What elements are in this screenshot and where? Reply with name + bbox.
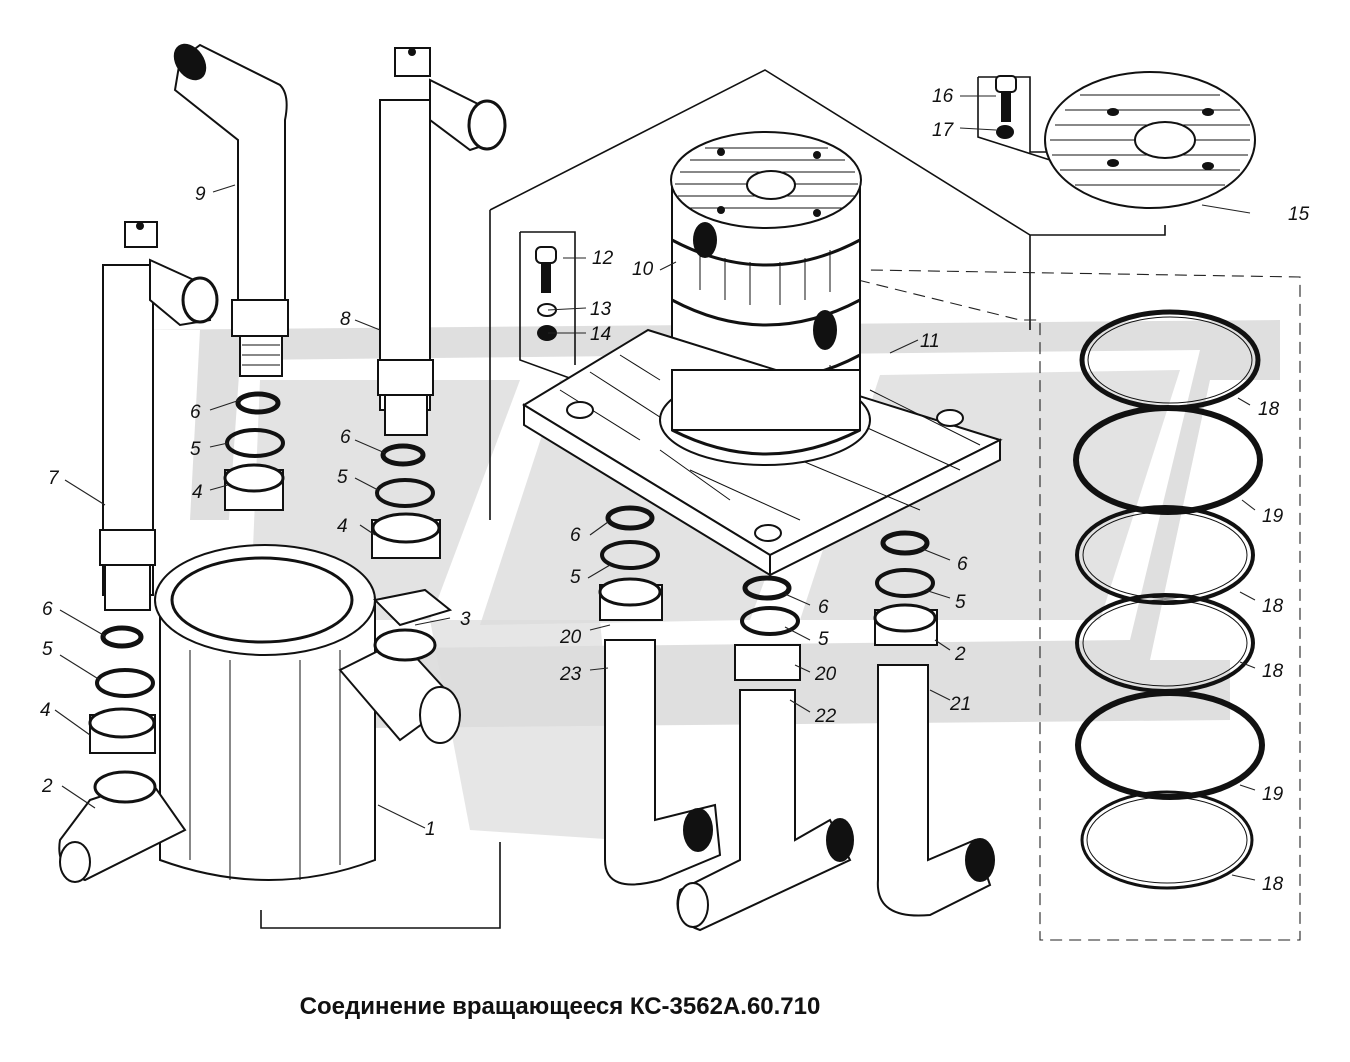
callout-1: 1: [425, 819, 436, 840]
part-3-elbow-fitting: [338, 588, 461, 744]
callout-15: 15: [1288, 204, 1310, 225]
callout-2: 2: [41, 776, 53, 797]
part-18-ring: [1075, 505, 1255, 605]
part-11-base-plate: [522, 328, 1003, 577]
seal-set-right-upper: [371, 443, 441, 559]
callout-18: 18: [1258, 399, 1280, 420]
callout-19: 19: [1262, 506, 1284, 527]
callout-6: 6: [42, 599, 53, 620]
part-17-washer: [996, 125, 1014, 139]
part-12-bolt: [535, 246, 557, 293]
dashed-ring-frame: [857, 269, 1301, 941]
part-1-housing: [154, 544, 376, 881]
callout-10: 10: [632, 259, 654, 280]
callout-5: 5: [955, 592, 966, 613]
callout-9: 9: [195, 184, 206, 205]
seal-ring-stack: [1073, 309, 1265, 890]
callout-19: 19: [1262, 784, 1284, 805]
seal-set-bottom-right: [873, 530, 938, 646]
callout-20: 20: [559, 627, 582, 648]
callout-5: 5: [190, 439, 201, 460]
callout-4: 4: [192, 482, 203, 503]
part-7-tee-pipe: [99, 221, 219, 611]
callout-5: 5: [42, 639, 53, 660]
callout-3: 3: [460, 609, 471, 630]
callout-6: 6: [818, 597, 829, 618]
callout-12: 12: [592, 248, 614, 269]
callout-20: 20: [814, 664, 837, 685]
seal-set-left-lower: [88, 625, 156, 754]
bracket-line-bolts: [519, 231, 576, 381]
part-23-elbow-pipe: [604, 639, 722, 886]
callout-18: 18: [1262, 661, 1284, 682]
seal-set-left-upper: [223, 391, 285, 511]
part-22-tee-pipe: [676, 689, 854, 932]
callout-6: 6: [340, 427, 351, 448]
callout-6: 6: [570, 525, 581, 546]
callout-18: 18: [1262, 874, 1284, 895]
callout-23: 23: [559, 664, 582, 685]
callout-5: 5: [570, 567, 581, 588]
callout-6: 6: [190, 402, 201, 423]
diagram-caption: Соединение вращающееся КС-3562А.60.710: [299, 993, 821, 1020]
callout-8: 8: [340, 309, 351, 330]
callout-6: 6: [957, 554, 968, 575]
callout-4: 4: [337, 516, 348, 537]
callout-17: 17: [932, 120, 955, 141]
callout-21: 21: [949, 694, 971, 715]
callout-18: 18: [1262, 596, 1284, 617]
leader-lines: [54, 95, 1256, 881]
callout-2: 2: [954, 644, 966, 665]
callout-14: 14: [590, 324, 611, 345]
callout-11: 11: [920, 331, 940, 352]
callout-22: 22: [814, 706, 837, 727]
part-18-ring: [1080, 790, 1254, 890]
part-14-nut: [537, 325, 557, 341]
part-16-bolt: [995, 75, 1017, 122]
seal-set-bottom-center: [734, 575, 801, 681]
callout-5: 5: [818, 629, 829, 650]
callout-13: 13: [590, 299, 612, 320]
bracket-line-housing: [260, 842, 501, 929]
part-8-tee-pipe: [377, 47, 507, 436]
callout-5: 5: [337, 467, 348, 488]
callout-16: 16: [932, 86, 954, 107]
part-15-cover-plate: [1044, 71, 1256, 209]
seal-set-bottom-left: [598, 505, 663, 621]
assembly-frame: [489, 69, 1166, 520]
callout-7: 7: [48, 468, 60, 489]
part-21-elbow-pipe: [876, 664, 995, 917]
part-9-elbow-pipe: [173, 43, 289, 377]
callout-4: 4: [40, 700, 51, 721]
